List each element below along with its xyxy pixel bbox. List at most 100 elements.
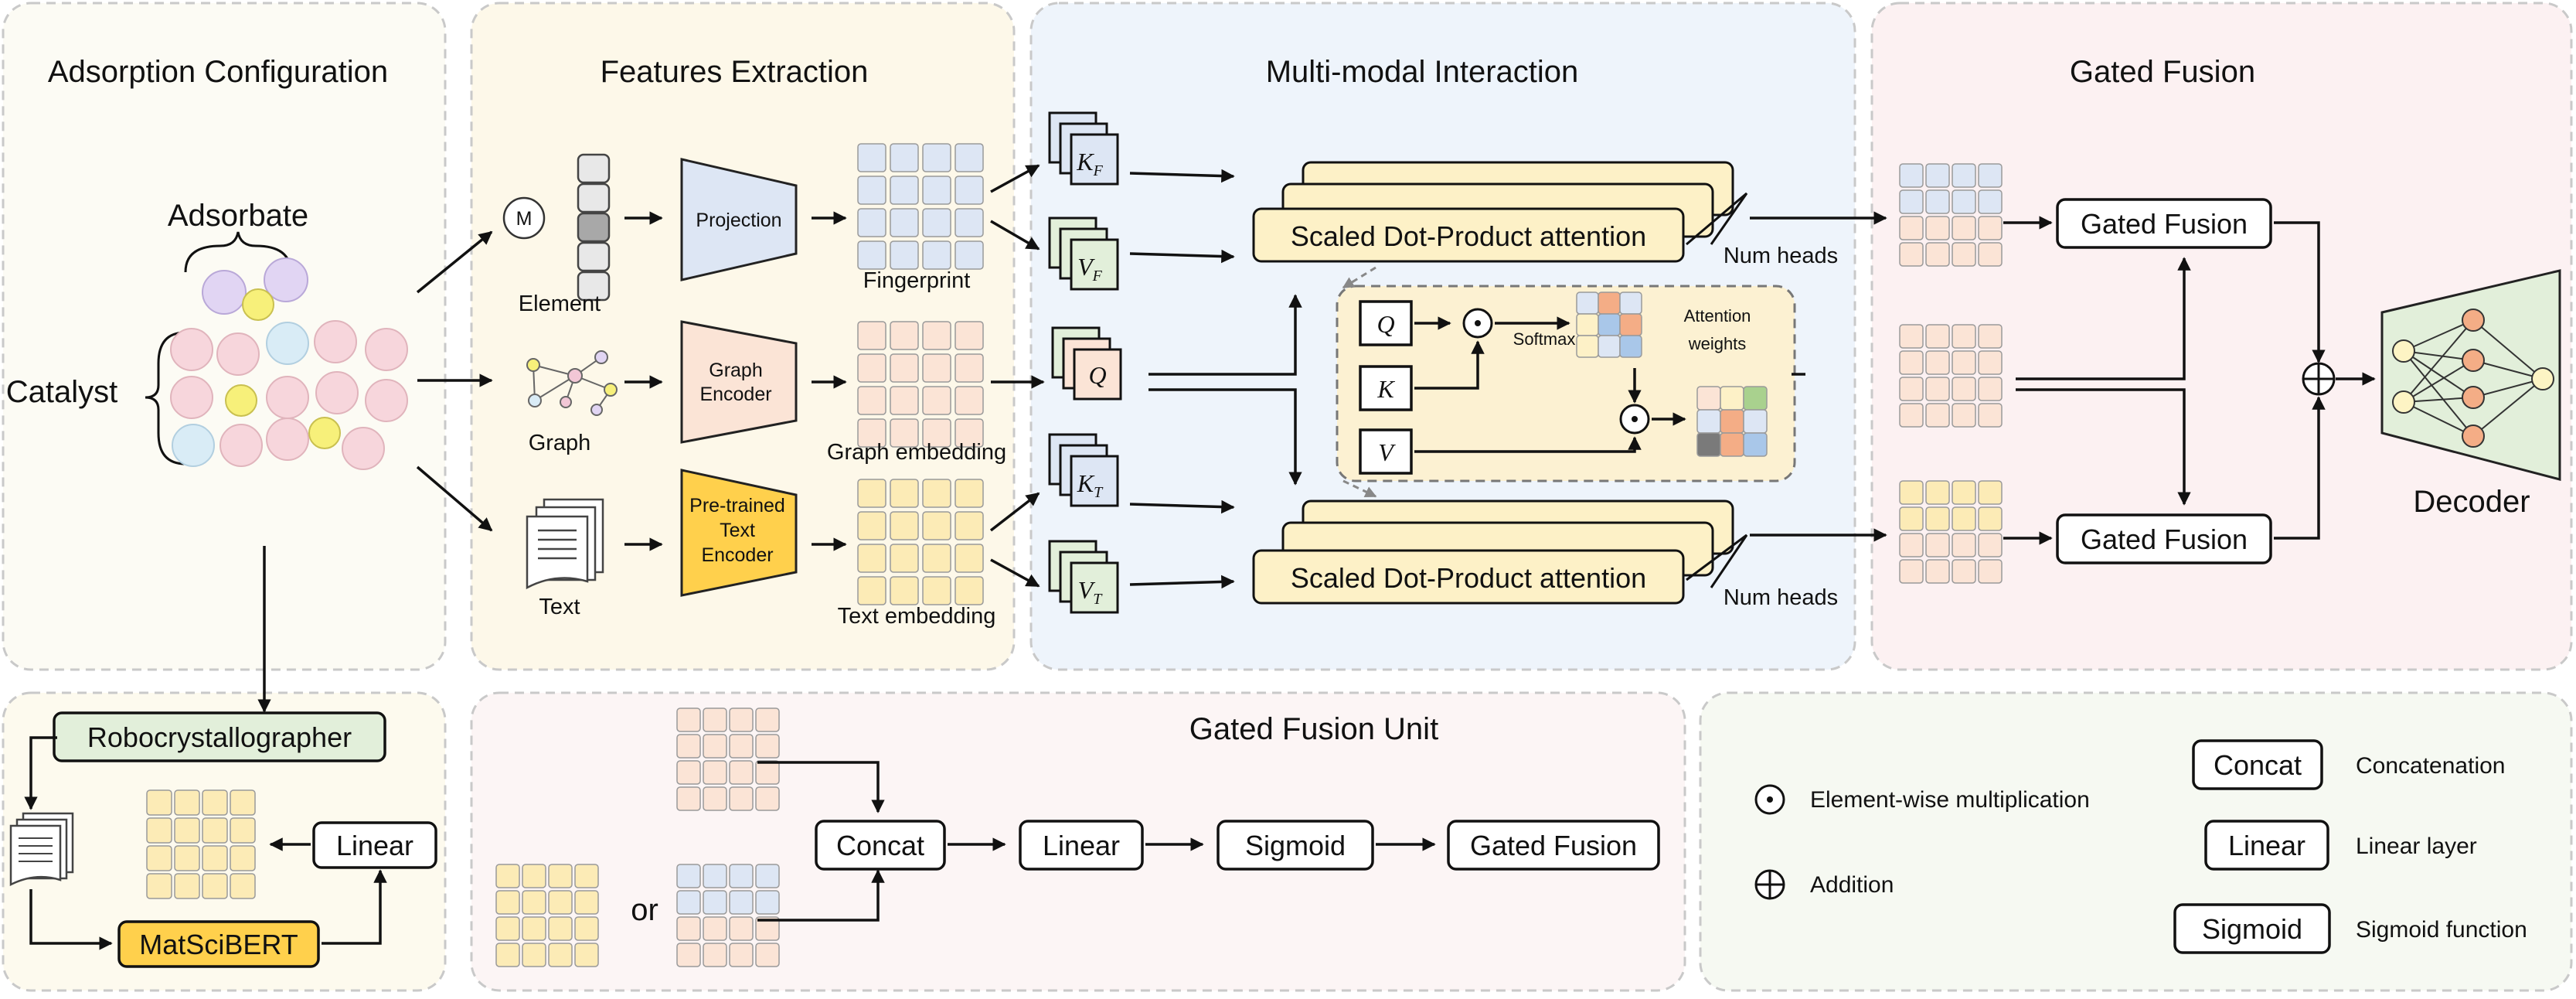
arrow-mid-gf-bottom xyxy=(2016,388,2191,506)
grid-cell xyxy=(955,143,984,172)
grid-cell xyxy=(890,386,919,415)
gfu-left-grid xyxy=(495,864,599,967)
adsorbate-molecule xyxy=(202,257,308,321)
adsorbate-brace xyxy=(184,231,292,273)
gfu-concat-label: Concat xyxy=(836,830,924,861)
grid-cell xyxy=(1899,350,1924,375)
kt-label: KT xyxy=(1077,469,1104,501)
attention-output-grid xyxy=(1696,386,1768,457)
matscibert-label: MatSciBERT xyxy=(139,929,298,960)
element-vector xyxy=(577,153,611,302)
grid-cell xyxy=(703,943,727,967)
grid-cell xyxy=(522,916,546,941)
grid-cell xyxy=(729,916,754,941)
grid-cell xyxy=(146,817,172,844)
grid-cell xyxy=(676,864,701,888)
grid-cell xyxy=(955,418,984,448)
pretrained-label-1: Pre-trained xyxy=(689,495,785,517)
gfu-sigmoid-box xyxy=(1217,820,1374,871)
gfu-right-grid xyxy=(676,864,780,967)
catalyst-brace xyxy=(145,331,186,465)
grid-cell xyxy=(890,511,919,540)
legend-concat-box xyxy=(2192,739,2323,790)
arrow-kf-attn xyxy=(1129,169,1235,183)
inner-q-label: Q xyxy=(1376,310,1394,338)
legend-elementwise-dot xyxy=(1767,796,1773,803)
grid-cell xyxy=(1978,216,2003,240)
grid-cell xyxy=(955,208,984,237)
grid-cell xyxy=(230,873,256,899)
grid-cell xyxy=(922,544,951,573)
grid-cell xyxy=(1899,403,1924,428)
grid-cell xyxy=(1743,386,1768,411)
grid-cell xyxy=(1952,533,1976,557)
element-label: Element xyxy=(519,292,601,316)
grid-cell xyxy=(202,789,228,816)
grid-cell xyxy=(955,511,984,540)
grid-cell xyxy=(574,916,599,941)
arrow-q-attn-top xyxy=(1148,294,1302,376)
grid-cell xyxy=(1696,432,1721,457)
grid-cell xyxy=(676,760,701,785)
grid-cell xyxy=(857,576,886,605)
decoder-network xyxy=(2392,309,2554,448)
grid-cell xyxy=(146,789,172,816)
projection-label: Projection xyxy=(696,210,781,231)
attention-weights-label-1: Attention xyxy=(1684,306,1751,326)
grid-cell xyxy=(1925,559,1950,584)
vf-stack xyxy=(1048,217,1119,291)
grid-cell xyxy=(1925,377,1950,401)
grid-cell xyxy=(922,321,951,350)
grid-cell xyxy=(890,576,919,605)
legend-sigmoid-desc: Sigmoid function xyxy=(2356,917,2527,943)
num-heads-brace-top xyxy=(1686,192,1748,246)
num-heads-bottom: Num heads xyxy=(1724,585,1838,610)
grid-cell xyxy=(1978,324,2003,349)
grid-cell xyxy=(755,916,780,941)
arrow-to-text xyxy=(416,465,493,532)
legend-linear-label: Linear xyxy=(2228,830,2305,861)
grid-cell xyxy=(230,845,256,871)
gfu-linear-label: Linear xyxy=(1043,830,1120,861)
text-embedding-grid xyxy=(857,479,984,605)
num-heads-top: Num heads xyxy=(1724,244,1838,268)
grid-cell xyxy=(146,845,172,871)
grid-cell xyxy=(174,873,200,899)
grid-cell xyxy=(522,943,546,967)
decoder-label: Decoder xyxy=(2413,485,2530,519)
grid-cell xyxy=(890,479,919,508)
grid-cell xyxy=(857,240,886,270)
grid-cell xyxy=(174,817,200,844)
grid-cell xyxy=(1978,559,2003,584)
arrow-q-attn-bottom xyxy=(1148,388,1302,486)
attention-weights-grid xyxy=(1576,292,1642,358)
pipeline-embedding-grid xyxy=(146,789,256,899)
kf-label: KF xyxy=(1076,148,1103,179)
grid-cell xyxy=(755,734,780,759)
grid-cell xyxy=(202,873,228,899)
grid-cell xyxy=(857,544,886,573)
title-adsorption: Adsorption Configuration xyxy=(48,55,388,89)
gated-fusion-box-bottom xyxy=(2056,513,2272,564)
grid-cell xyxy=(1978,350,2003,375)
grid-cell xyxy=(857,143,886,172)
grid-cell xyxy=(703,916,727,941)
grid-cell xyxy=(1952,216,1976,240)
grid-cell xyxy=(755,943,780,967)
grid-cell xyxy=(1925,533,1950,557)
detail-connector-bottom xyxy=(1342,479,1377,498)
grid-cell xyxy=(729,890,754,915)
grid-cell xyxy=(955,240,984,270)
grid-cell xyxy=(755,760,780,785)
adsorbate-label: Adsorbate xyxy=(168,199,308,233)
arrow-vt-attn xyxy=(1129,575,1235,589)
grid-cell xyxy=(890,544,919,573)
num-heads-brace-bottom xyxy=(1686,534,1748,588)
grid-cell xyxy=(1720,386,1744,411)
grid-cell xyxy=(1978,377,2003,401)
graph-encoder-label-2: Encoder xyxy=(699,384,771,405)
grid-cell xyxy=(890,240,919,270)
text-document-icon xyxy=(526,498,604,590)
kf-stack xyxy=(1048,111,1119,186)
grid-cell xyxy=(1925,216,1950,240)
